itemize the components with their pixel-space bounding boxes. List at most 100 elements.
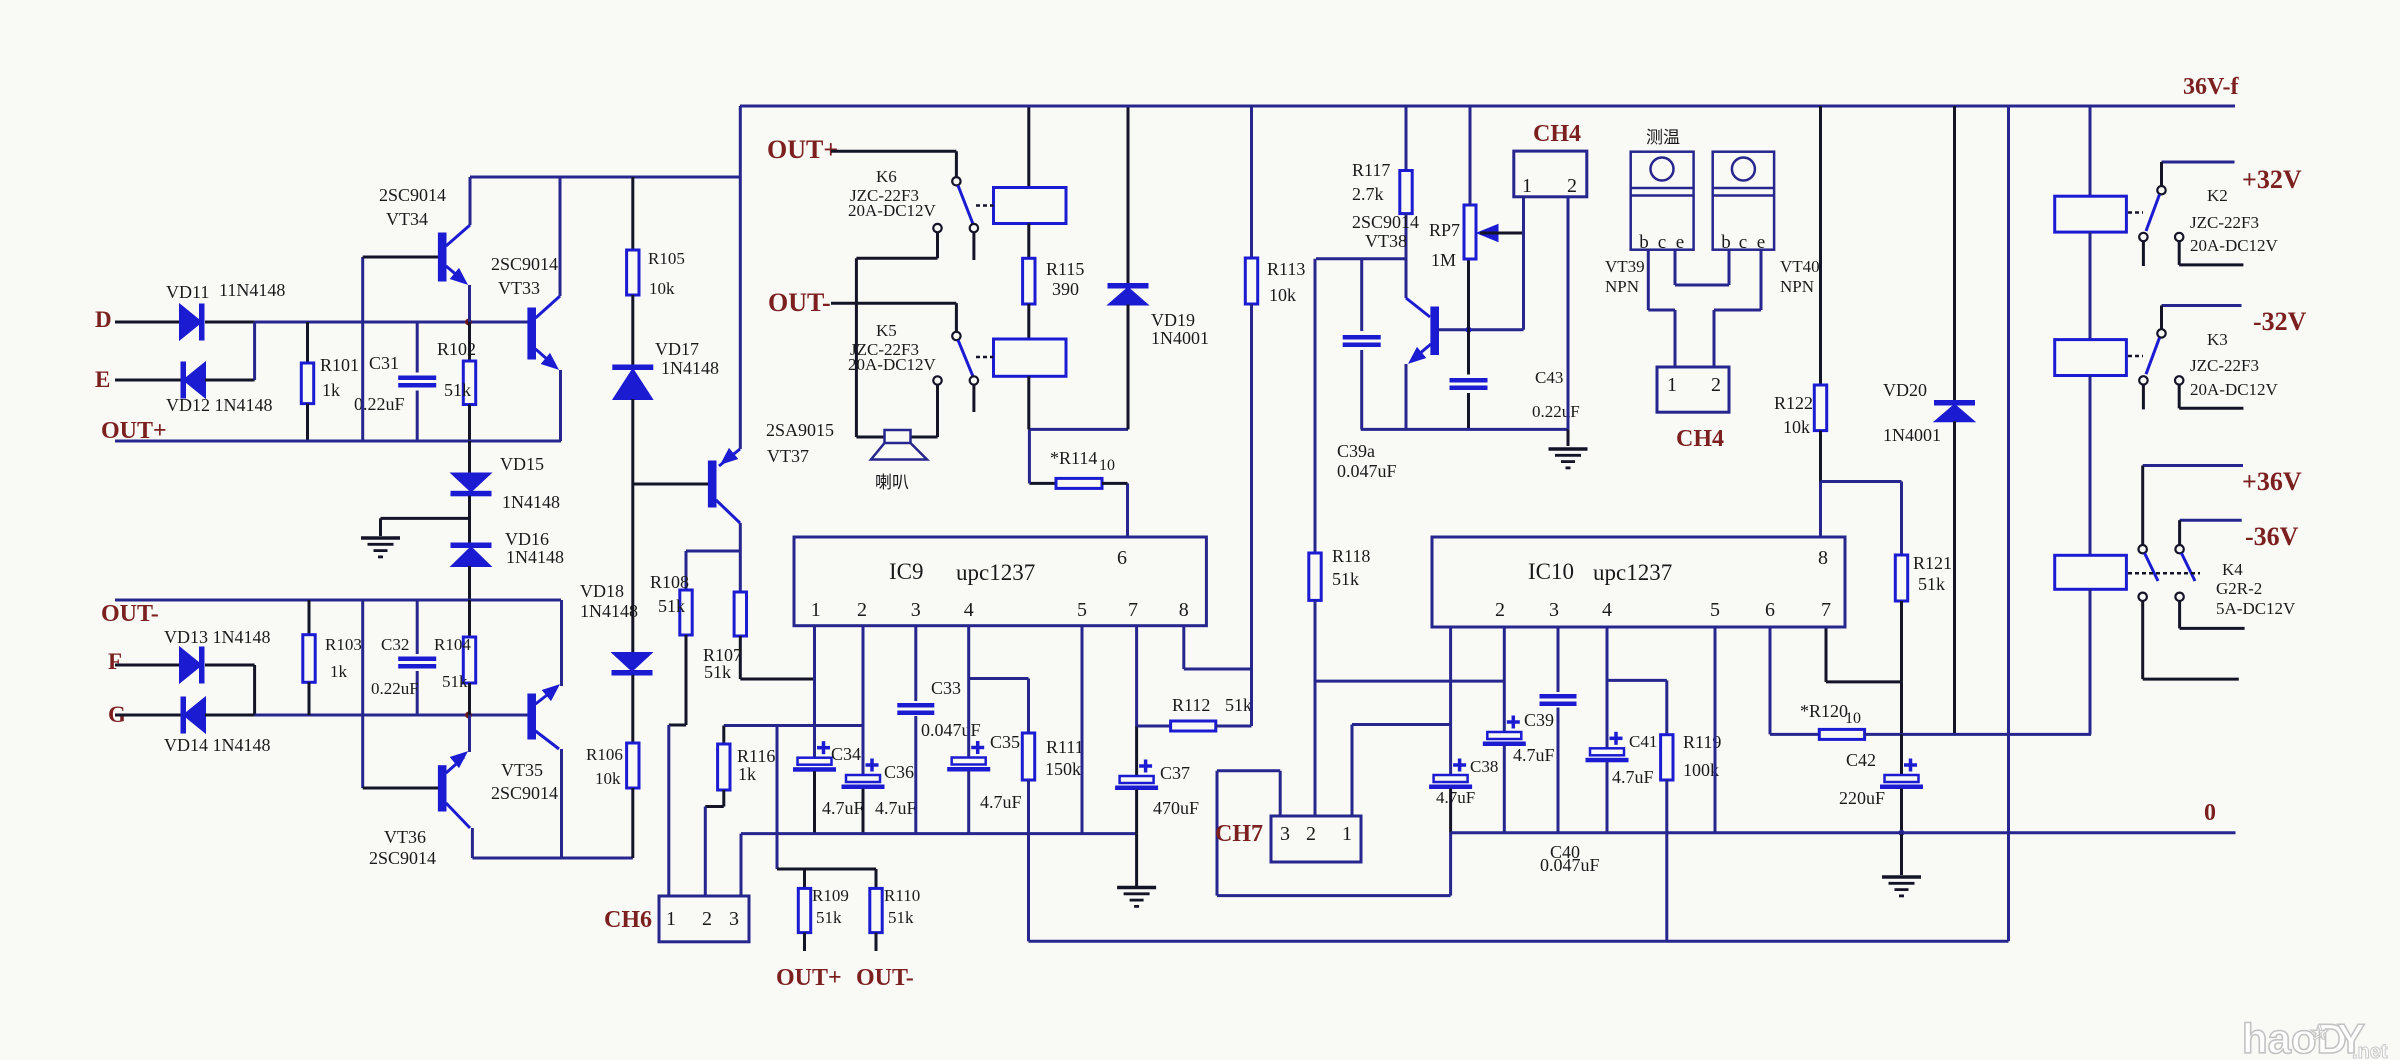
svg-text:VD18: VD18 [580, 581, 624, 601]
svg-text:R116: R116 [737, 746, 775, 766]
svg-text:R108: R108 [650, 572, 689, 592]
svg-text:R101: R101 [320, 355, 359, 375]
svg-text:2: 2 [702, 908, 712, 930]
svg-text:-32V: -32V [2253, 307, 2307, 336]
svg-text:1: 1 [1522, 175, 1532, 197]
svg-text:2SA9015: 2SA9015 [766, 420, 834, 440]
svg-text:1: 1 [666, 908, 676, 930]
svg-text:1k: 1k [322, 380, 340, 400]
svg-text:喇叭: 喇叭 [875, 473, 909, 492]
svg-text:4.7uF: 4.7uF [1513, 745, 1555, 765]
svg-text:OUT+: OUT+ [776, 965, 842, 991]
svg-text:2SC9014: 2SC9014 [491, 783, 558, 803]
svg-text:JZC-22F3: JZC-22F3 [850, 186, 919, 205]
svg-text:+36V: +36V [2242, 467, 2302, 496]
svg-text:NPN: NPN [1780, 277, 1814, 296]
svg-text:5: 5 [1710, 599, 1720, 621]
svg-text:VT37: VT37 [767, 446, 809, 466]
svg-text:2: 2 [1711, 374, 1721, 396]
svg-text:3: 3 [729, 908, 739, 930]
svg-text:10: 10 [1099, 457, 1115, 474]
svg-text:1N4001: 1N4001 [1883, 425, 1941, 445]
svg-text:10k: 10k [649, 279, 675, 298]
svg-text:220uF: 220uF [1839, 788, 1885, 808]
svg-text:Y: Y [2337, 1015, 2365, 1060]
svg-text:R117: R117 [1352, 160, 1390, 180]
svg-text:+32V: +32V [2242, 165, 2302, 194]
svg-text:b: b [1639, 232, 1649, 253]
svg-text:C41: C41 [1629, 732, 1657, 751]
svg-text:IC9: IC9 [889, 559, 924, 584]
svg-text:F: F [108, 649, 122, 674]
svg-text:upc1237: upc1237 [956, 560, 1035, 585]
svg-text:C37: C37 [1160, 763, 1190, 783]
svg-text:1M: 1M [1431, 250, 1456, 270]
svg-text:VD11: VD11 [166, 282, 209, 302]
svg-text:C33: C33 [931, 678, 961, 698]
svg-text:51k: 51k [704, 662, 731, 682]
svg-text:VD19: VD19 [1151, 310, 1195, 330]
svg-text:R106: R106 [586, 745, 623, 764]
svg-text:1k: 1k [738, 764, 756, 784]
svg-text:C32: C32 [381, 635, 409, 654]
svg-text:✰: ✰ [2310, 1020, 2328, 1045]
svg-text:C42: C42 [1846, 750, 1876, 770]
svg-text:1N4148: 1N4148 [580, 601, 638, 621]
svg-text:R110: R110 [884, 886, 920, 905]
svg-text:NPN: NPN [1605, 277, 1639, 296]
svg-text:4: 4 [964, 599, 974, 621]
svg-text:K5: K5 [876, 321, 897, 340]
svg-text:*R114: *R114 [1050, 448, 1097, 468]
svg-text:VD15: VD15 [500, 454, 544, 474]
svg-text:CH7: CH7 [1215, 821, 1263, 847]
svg-text:K3: K3 [2207, 330, 2228, 349]
svg-text:OUT-: OUT- [768, 288, 831, 317]
svg-text:1N4001: 1N4001 [1151, 328, 1209, 348]
svg-text:6: 6 [1117, 547, 1127, 569]
svg-text:10k: 10k [595, 769, 621, 788]
svg-text:51k: 51k [442, 672, 468, 691]
svg-text:C34: C34 [831, 744, 861, 764]
svg-text:VD13 1N4148: VD13 1N4148 [164, 627, 271, 647]
svg-text:K2: K2 [2207, 186, 2228, 205]
svg-text:K4: K4 [2222, 560, 2243, 579]
svg-text:4.7uF: 4.7uF [1436, 788, 1475, 807]
svg-text:5: 5 [1077, 599, 1087, 621]
svg-text:VD20: VD20 [1883, 380, 1927, 400]
svg-text:K6: K6 [876, 167, 897, 186]
svg-text:-36V: -36V [2245, 522, 2299, 551]
svg-text:2: 2 [1306, 823, 1316, 845]
svg-text:C39a: C39a [1337, 441, 1375, 461]
svg-text:b: b [1721, 232, 1731, 253]
svg-text:C43: C43 [1535, 368, 1563, 387]
svg-text:R122: R122 [1774, 393, 1813, 413]
svg-text:6: 6 [1765, 599, 1775, 621]
svg-text:C38: C38 [1470, 757, 1498, 776]
svg-text:R109: R109 [812, 886, 849, 905]
svg-text:2SC9014: 2SC9014 [369, 848, 436, 868]
svg-text:2SC9014: 2SC9014 [1352, 212, 1419, 232]
svg-text:0.047uF: 0.047uF [1337, 461, 1397, 481]
svg-text:OUT-: OUT- [856, 965, 914, 991]
svg-text:0.047uF: 0.047uF [921, 720, 981, 740]
svg-text:10k: 10k [1783, 417, 1810, 437]
svg-text:4.7uF: 4.7uF [822, 798, 864, 818]
svg-text:4.7uF: 4.7uF [980, 792, 1022, 812]
svg-text:0.22uF: 0.22uF [371, 679, 419, 698]
svg-text:150k: 150k [1045, 759, 1081, 779]
svg-text:51k: 51k [816, 908, 842, 927]
svg-text:1k: 1k [330, 662, 348, 681]
svg-text:C31: C31 [369, 353, 399, 373]
svg-text:R111: R111 [1046, 737, 1084, 757]
svg-text:1: 1 [1342, 823, 1352, 845]
svg-text:51k: 51k [444, 380, 471, 400]
svg-text:1N4148: 1N4148 [661, 358, 719, 378]
svg-text:1: 1 [1667, 374, 1677, 396]
svg-text:VD14 1N4148: VD14 1N4148 [164, 735, 271, 755]
svg-text:1N4148: 1N4148 [506, 547, 564, 567]
svg-text:11N4148: 11N4148 [219, 280, 285, 300]
svg-text:e: e [1757, 232, 1765, 253]
svg-text:JZC-22F3: JZC-22F3 [2190, 356, 2259, 375]
svg-text:2: 2 [1495, 599, 1505, 621]
svg-text:20A-DC12V: 20A-DC12V [848, 355, 937, 374]
